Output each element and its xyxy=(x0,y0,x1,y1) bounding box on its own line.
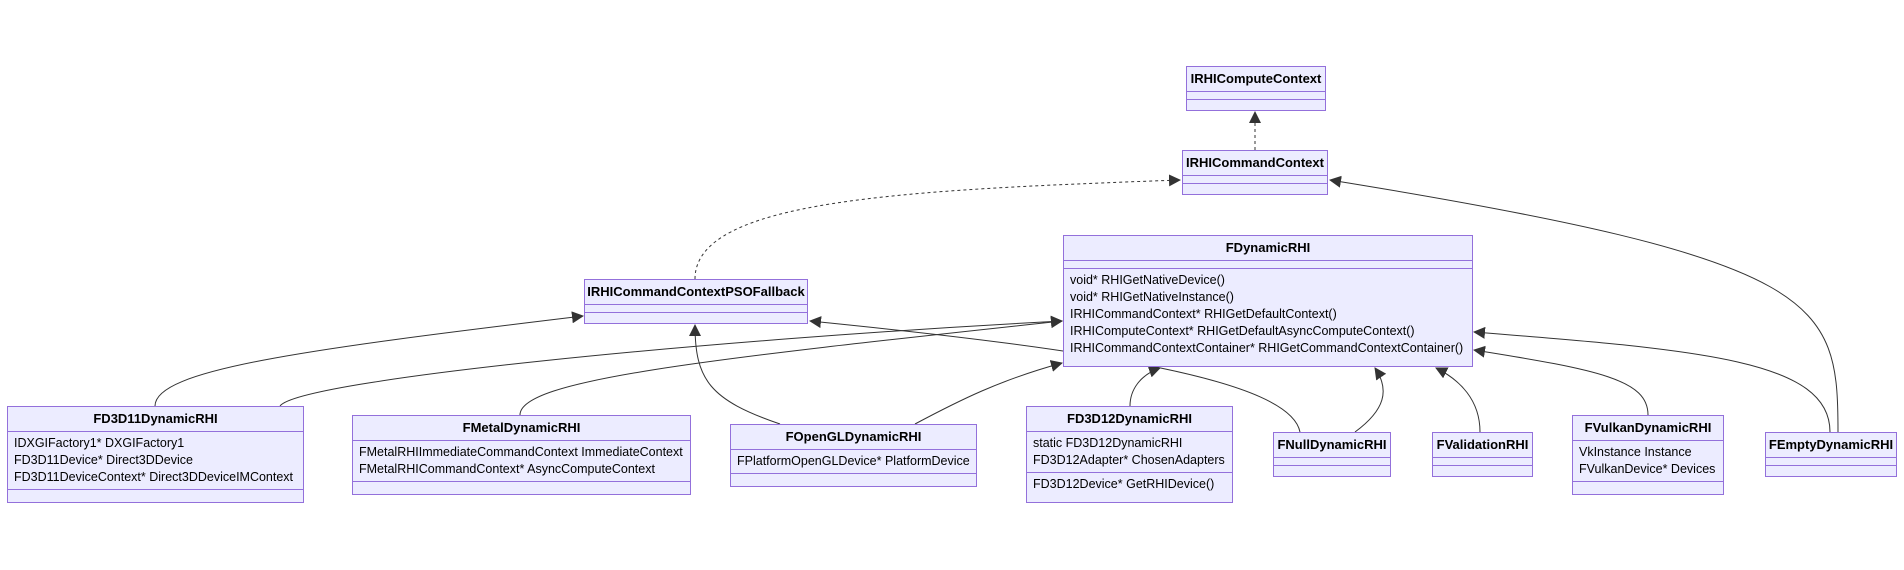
class-attribute: FD3D11DeviceContext* Direct3DDeviceIMCon… xyxy=(14,470,294,484)
class-name: FEmptyDynamicRHI xyxy=(1768,437,1894,452)
class-attributes-section xyxy=(1766,457,1896,465)
class-femptydynamicrhi: FEmptyDynamicRHI xyxy=(1765,432,1897,477)
class-methods-section xyxy=(353,481,690,489)
class-name: FDynamicRHI xyxy=(1225,240,1311,255)
relation-fopengldynamicrhi-to-fdynamicrhi xyxy=(914,360,1063,425)
class-attribute: FPlatformOpenGLDevice* PlatformDevice xyxy=(737,454,970,468)
class-fmetaldynamicrhi: FMetalDynamicRHI FMetalRHIImmediateComman… xyxy=(352,415,691,495)
class-attribute: FVulkanDevice* Devices xyxy=(1579,462,1716,476)
class-method: FD3D12Device* GetRHIDevice() xyxy=(1033,477,1215,491)
class-attributes-section: static FD3D12DynamicRHI FD3D12Adapter* Ch… xyxy=(1027,431,1232,472)
class-fnulldynamicrhi: FNullDynamicRHI xyxy=(1273,432,1391,477)
class-method: void* RHIGetNativeInstance() xyxy=(1070,290,1234,304)
class-attribute: FD3D11Device* Direct3DDevice xyxy=(14,453,193,467)
relation-fvalidationrhi-to-fdynamicrhi xyxy=(1435,367,1481,433)
class-methods-section xyxy=(731,473,976,481)
relation-fd3d11dynamicrhi-to-irhicommandcontextpsofallback xyxy=(154,311,584,407)
class-irhicomputecontext: IRHIComputeContext xyxy=(1186,66,1326,111)
class-name: FOpenGLDynamicRHI xyxy=(785,429,922,444)
class-attributes-section xyxy=(1187,91,1325,99)
class-method: void* RHIGetNativeDevice() xyxy=(1070,273,1225,287)
class-name: FNullDynamicRHI xyxy=(1277,437,1387,452)
class-fd3d12dynamicrhi: FD3D12DynamicRHI static FD3D12DynamicRHI F… xyxy=(1026,406,1233,503)
relation-fmetaldynamicrhi-to-fdynamicrhi xyxy=(519,316,1063,416)
class-methods-section xyxy=(8,489,303,497)
relation-fnulldynamicrhi-to-fdynamicrhi xyxy=(1354,367,1387,433)
class-attribute: FD3D12Adapter* ChosenAdapters xyxy=(1033,453,1225,467)
class-attributes-section: FPlatformOpenGLDevice* PlatformDevice xyxy=(731,449,976,473)
class-methods-section xyxy=(1433,465,1532,473)
class-methods-section xyxy=(1187,99,1325,107)
class-method: IRHICommandContext* RHIGetDefaultContext… xyxy=(1070,307,1337,321)
relation-femptydynamicrhi-to-fdynamicrhi xyxy=(1473,326,1831,433)
class-name: IRHICommandContextPSOFallback xyxy=(587,284,805,299)
class-name: IRHIComputeContext xyxy=(1190,71,1322,86)
class-name: FD3D11DynamicRHI xyxy=(93,411,218,426)
class-attribute: IDXGIFactory1* DXGIFactory1 xyxy=(14,436,185,450)
class-attributes-section xyxy=(1433,457,1532,465)
class-attribute: static FD3D12DynamicRHI xyxy=(1033,436,1183,450)
class-irhicommandcontextpsofallback: IRHICommandContextPSOFallback xyxy=(584,279,808,324)
class-methods-section xyxy=(1766,465,1896,473)
class-attributes-section: FMetalRHIImmediateCommandContext Immedia… xyxy=(353,440,690,481)
class-methods-section: void* RHIGetNativeDevice() void* RHIGetNa… xyxy=(1064,268,1472,360)
class-attribute: FMetalRHICommandContext* AsyncComputeCon… xyxy=(359,462,655,476)
class-attributes-section xyxy=(1274,457,1390,465)
class-name: IRHICommandContext xyxy=(1186,155,1324,170)
class-attribute: FMetalRHIImmediateCommandContext Immedia… xyxy=(359,445,683,459)
class-methods-section xyxy=(1183,183,1327,191)
class-methods-section xyxy=(1573,481,1723,489)
class-methods-section: FD3D12Device* GetRHIDevice() xyxy=(1027,472,1232,496)
class-name: FVulkanDynamicRHI xyxy=(1584,420,1712,435)
class-attributes-section xyxy=(1064,260,1472,268)
class-methods-section xyxy=(1274,465,1390,473)
class-name: FMetalDynamicRHI xyxy=(462,420,581,435)
class-fopengldynamicrhi: FOpenGLDynamicRHI FPlatformOpenGLDevice* … xyxy=(730,424,977,487)
class-fvalidationrhi: FValidationRHI xyxy=(1432,432,1533,477)
relation-fd3d11dynamicrhi-to-fdynamicrhi xyxy=(279,315,1063,407)
class-attributes-section xyxy=(1183,175,1327,183)
class-method: IRHICommandContextContainer* RHIGetComma… xyxy=(1070,341,1464,355)
class-attributes-section xyxy=(585,304,807,312)
class-irhicommandcontext: IRHICommandContext xyxy=(1182,150,1328,195)
class-fd3d11dynamicrhi: FD3D11DynamicRHI IDXGIFactory1* DXGIFacto… xyxy=(7,406,304,503)
class-name: FD3D12DynamicRHI xyxy=(1067,411,1192,426)
class-name: FValidationRHI xyxy=(1436,437,1529,452)
relation-fvulkandynamicrhi-to-fdynamicrhi xyxy=(1473,345,1649,416)
relation-femptydynamicrhi-to-irhicommandcontext xyxy=(1329,175,1839,433)
class-method: IRHIComputeContext* RHIGetDefaultAsyncCo… xyxy=(1070,324,1415,338)
relation-fopengldynamicrhi-to-irhicommandcontextpsofallback xyxy=(689,324,781,425)
relation-fd3d12dynamicrhi-to-fdynamicrhi xyxy=(1129,365,1161,407)
class-methods-section xyxy=(585,312,807,320)
relation-irhicommandcontextpsofallback-to-irhicommandcontext xyxy=(694,174,1181,280)
class-attribute: VkInstance Instance xyxy=(1579,445,1692,459)
